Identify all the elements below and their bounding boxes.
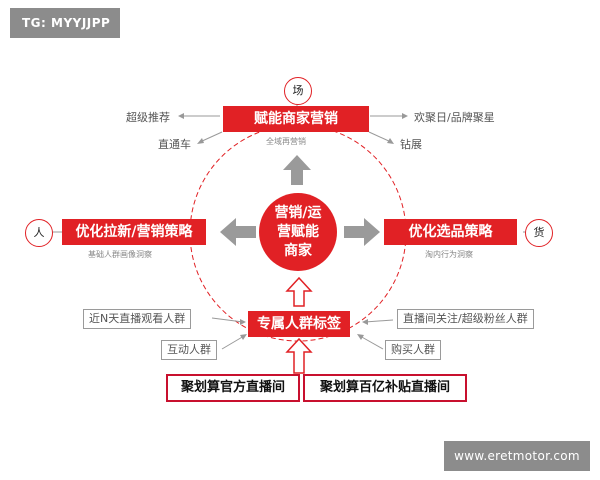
watermark-bottom: www.eretmotor.com [444, 441, 590, 471]
bottom-box-label: 专属人群标签 [248, 311, 350, 337]
outline-arrow-up-1 [285, 276, 313, 307]
line-goumai [359, 335, 384, 350]
role-circle-ren: 人 [25, 219, 53, 247]
bottom-left-item-1: 近N天直播观看人群 [83, 309, 192, 329]
watermark-top: TG: MYYJJPP [10, 8, 120, 38]
bottom-left-item-2: 互动人群 [161, 340, 217, 360]
top-right-item-1: 欢聚日/品牌聚星 [414, 111, 495, 124]
right-box-caption: 淘内行为洞察 [425, 250, 473, 259]
arrowhead-huanjuri [402, 113, 408, 119]
line-jinN [211, 317, 244, 323]
line-hudong [221, 335, 245, 350]
big-arrow-up [283, 155, 311, 185]
left-box-caption: 基础人群画像洞察 [88, 250, 152, 259]
source-box-official: 聚划算官方直播间 [166, 374, 300, 402]
top-right-item-2: 钻展 [400, 138, 422, 151]
right-box-label: 优化选品策略 [384, 219, 517, 245]
top-box-label: 赋能商家营销 [223, 106, 369, 132]
line-zhibojian [364, 319, 394, 323]
bottom-right-item-1: 直播间关注/超级粉丝人群 [397, 309, 534, 329]
center-line-1: 营销/运 [274, 204, 322, 221]
arrowhead-chaoji-tuijian [178, 113, 184, 119]
role-circle-huo: 货 [525, 219, 553, 247]
source-box-subsidy: 聚划算百亿补贴直播间 [303, 374, 467, 402]
line-zuanzhan [368, 131, 392, 143]
arrowhead-goumai [357, 334, 364, 340]
bottom-right-item-2: 购买人群 [385, 340, 441, 360]
role-circle-chang: 场 [284, 77, 312, 105]
arrowhead-zhibojian [362, 319, 368, 325]
arrowhead-hudong [240, 334, 247, 340]
arrowhead-zuanzhan [387, 138, 394, 144]
big-arrow-left [220, 218, 256, 246]
center-line-2: 营赋能 [277, 223, 319, 240]
center-circle: 营销/运 营赋能 商家 [259, 193, 337, 271]
outline-arrow-up-2 [285, 337, 313, 374]
center-line-3: 商家 [284, 242, 312, 259]
arrowhead-jinN [240, 319, 246, 325]
big-arrow-right [344, 218, 380, 246]
arrowhead-zhitongche [197, 138, 204, 144]
top-left-item-2: 直通车 [158, 138, 191, 151]
top-box-caption: 全域再营销 [266, 137, 306, 146]
line-zhitongche [199, 131, 223, 143]
top-left-item-1: 超级推荐 [126, 111, 170, 124]
left-box-label: 优化拉新/营销策略 [62, 219, 206, 245]
